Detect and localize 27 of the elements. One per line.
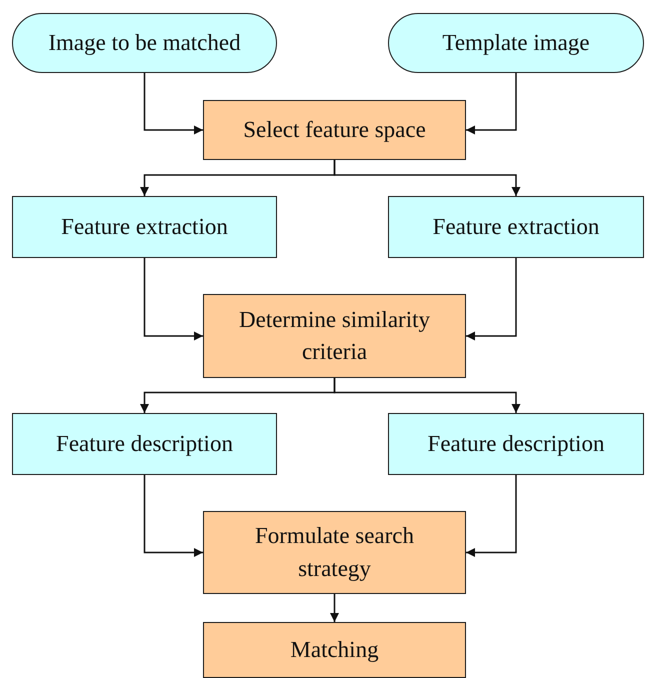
arrow [144, 73, 203, 134]
process-box [12, 196, 277, 258]
process-box [388, 196, 644, 258]
node-label: Matching [290, 636, 379, 664]
node-label: Select feature space [243, 116, 426, 144]
node-label: Feature extraction [432, 212, 600, 241]
arrow [144, 475, 203, 557]
arrow [334, 160, 520, 196]
process-box [203, 100, 466, 160]
arrow [466, 258, 517, 340]
arrow [334, 378, 520, 413]
process-box [203, 511, 466, 594]
arrow [330, 594, 339, 622]
node-label: Feature extraction [61, 212, 228, 241]
node-label: Determine similarity criteria [238, 306, 431, 366]
arrow [466, 73, 517, 134]
node-label: Feature description [56, 430, 233, 458]
arrow [144, 258, 203, 340]
node-label: Template image [442, 28, 590, 57]
node-label: Image to be matched [48, 28, 241, 57]
node-label: Formulate search strategy [254, 522, 416, 583]
process-box [203, 622, 466, 678]
process-box [203, 294, 466, 378]
process-box [388, 413, 644, 475]
arrow [466, 475, 517, 557]
node-label: Feature description [428, 430, 604, 458]
process-box [12, 413, 277, 475]
